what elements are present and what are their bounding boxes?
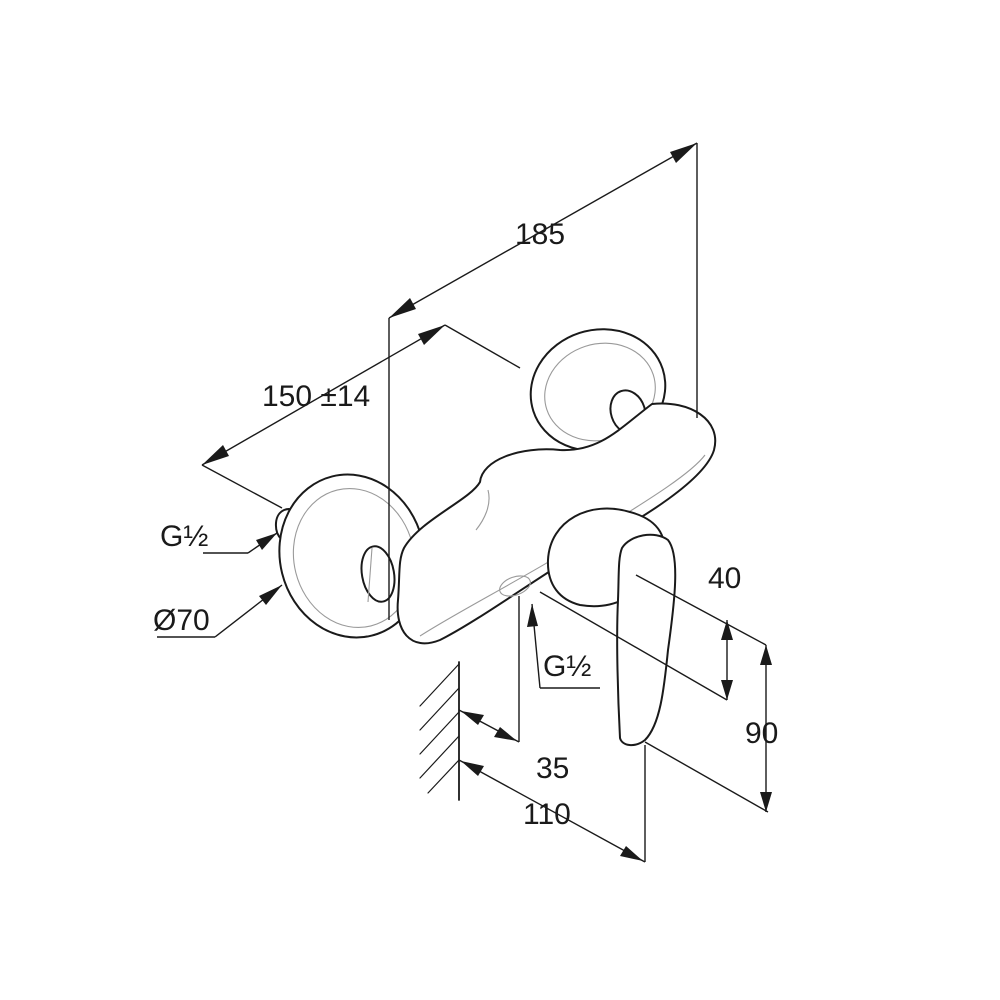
- wall-hatching: [419, 661, 460, 801]
- dim-label-90: 90: [745, 717, 778, 750]
- dim-label-diameter: Ø70: [153, 604, 210, 637]
- mixer-body: [396, 402, 717, 645]
- dim-label-40: 40: [708, 562, 741, 595]
- dim-label-185: 185: [515, 218, 565, 251]
- dim-label-inlet-thread: G½: [160, 520, 208, 553]
- dim-label-outlet-thread: G½: [543, 650, 591, 683]
- dim-label-110: 110: [523, 798, 571, 831]
- dimension-lines: [157, 142, 772, 863]
- dim-label-35: 35: [536, 752, 569, 785]
- lever-handle: [546, 507, 677, 746]
- dim-label-150: 150 ±14: [262, 380, 370, 413]
